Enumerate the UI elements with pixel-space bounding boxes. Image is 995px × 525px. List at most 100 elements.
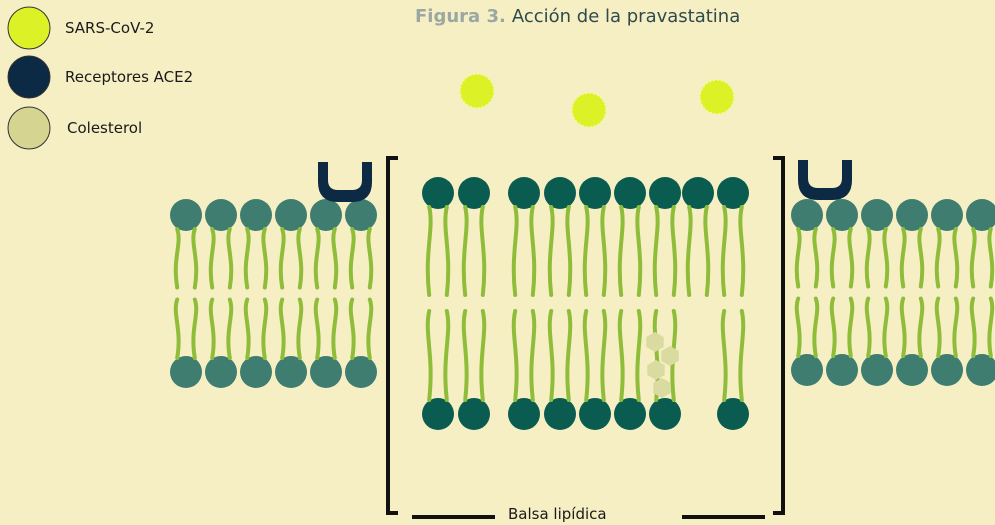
lipid-tail <box>902 229 905 287</box>
lipid-tail <box>246 229 249 288</box>
lipid-tail <box>228 300 231 359</box>
lipid-tail <box>937 229 940 287</box>
legend-swatch-cholesterol <box>8 107 50 149</box>
lipid-tail <box>351 300 354 359</box>
lipid-raft <box>422 177 749 430</box>
lipid-tail <box>211 300 214 359</box>
lipid-tail <box>567 207 570 295</box>
lipid-head <box>791 354 823 386</box>
legend-swatch-ace2-receptor <box>8 56 50 98</box>
membrane-left <box>170 199 377 388</box>
lipid-head <box>240 199 272 231</box>
lipid-head <box>931 354 963 386</box>
legend-label-sars-cov-2: SARS-CoV-2 <box>65 19 154 37</box>
lipid-tail <box>351 229 354 288</box>
lipid-head <box>614 398 646 430</box>
lipid-head <box>275 199 307 231</box>
lipid-tail <box>867 299 870 357</box>
lipid-head <box>345 356 377 388</box>
lipid-tail <box>814 229 817 287</box>
lipid-tail <box>740 311 743 400</box>
lipid-tail <box>972 299 975 357</box>
lipid-tail <box>333 300 336 359</box>
lipid-tail <box>298 229 301 288</box>
lipid-tail <box>972 229 975 287</box>
lipid-head <box>966 354 995 386</box>
lipid-head <box>826 199 858 231</box>
lipid-tail <box>428 311 431 400</box>
cholesterol-ring <box>661 346 678 366</box>
lipid-head <box>896 199 928 231</box>
ace2-receptor-right <box>798 160 852 200</box>
lipid-tail <box>672 207 675 295</box>
lipid-head <box>896 354 928 386</box>
lipid-head <box>826 354 858 386</box>
lipid-tail <box>567 311 570 400</box>
ace2-receptor-left <box>318 162 372 202</box>
lipid-tail <box>688 207 691 295</box>
lipid-tail <box>849 299 852 357</box>
lipid-tail <box>368 229 371 288</box>
cholesterol-ring <box>647 360 664 380</box>
figure-number: Figura 3. <box>415 6 506 27</box>
virus-particle <box>572 93 606 127</box>
legend-swatch-sars-cov-2 <box>8 7 50 49</box>
lipid-tail <box>176 229 179 288</box>
lipid-tail <box>705 207 708 295</box>
lipid-head <box>275 356 307 388</box>
lipid-head <box>422 398 454 430</box>
legend-label-ace2-receptor: Receptores ACE2 <box>65 68 193 86</box>
lipid-tail <box>602 207 605 295</box>
lipid-tail <box>464 311 467 400</box>
lipid-tail <box>902 299 905 357</box>
lipid-tail <box>620 311 623 400</box>
virus-particles <box>460 74 734 127</box>
lipid-tail <box>937 299 940 357</box>
lipid-head <box>240 356 272 388</box>
lipid-head <box>649 177 681 209</box>
lipid-tail <box>919 229 922 287</box>
lipid-tail <box>655 207 658 295</box>
lipid-tail <box>316 229 319 288</box>
lipid-tail <box>445 311 448 400</box>
lipid-tail <box>531 207 534 295</box>
lipid-tail <box>989 299 992 357</box>
lipid-head <box>682 177 714 209</box>
lipid-tail <box>445 207 448 295</box>
lipid-tail <box>723 311 726 400</box>
lipid-tail <box>193 229 196 288</box>
lipid-tail <box>884 299 887 357</box>
lipid-tail <box>464 207 467 295</box>
lipid-tail <box>723 207 726 295</box>
lipid-tail <box>514 311 517 400</box>
lipid-tail <box>832 299 835 357</box>
lipid-head <box>791 199 823 231</box>
lipid-head <box>310 199 342 231</box>
lipid-tail <box>954 299 957 357</box>
lipid-tail <box>298 300 301 359</box>
lipid-head <box>579 398 611 430</box>
lipid-tail <box>814 299 817 357</box>
lipid-tail <box>797 229 800 287</box>
lipid-tail <box>228 229 231 288</box>
lipid-head <box>458 398 490 430</box>
lipid-tail <box>602 311 605 400</box>
lipid-tail <box>333 229 336 288</box>
figure-caption: Figura 3.Acción de la pravastatina <box>415 6 740 27</box>
lipid-head <box>931 199 963 231</box>
lipid-head <box>579 177 611 209</box>
lipid-tail <box>193 300 196 359</box>
lipid-tail <box>550 311 553 400</box>
virus-particle <box>460 74 494 108</box>
lipid-head <box>544 177 576 209</box>
lipid-tail <box>211 229 214 288</box>
lipid-head <box>508 398 540 430</box>
lipid-head <box>170 356 202 388</box>
lipid-tail <box>884 229 887 287</box>
lipid-head <box>422 177 454 209</box>
membrane-right <box>791 199 995 386</box>
lipid-head <box>345 199 377 231</box>
lipid-head <box>508 177 540 209</box>
lipid-tail <box>867 229 870 287</box>
lipid-tail <box>989 229 992 287</box>
